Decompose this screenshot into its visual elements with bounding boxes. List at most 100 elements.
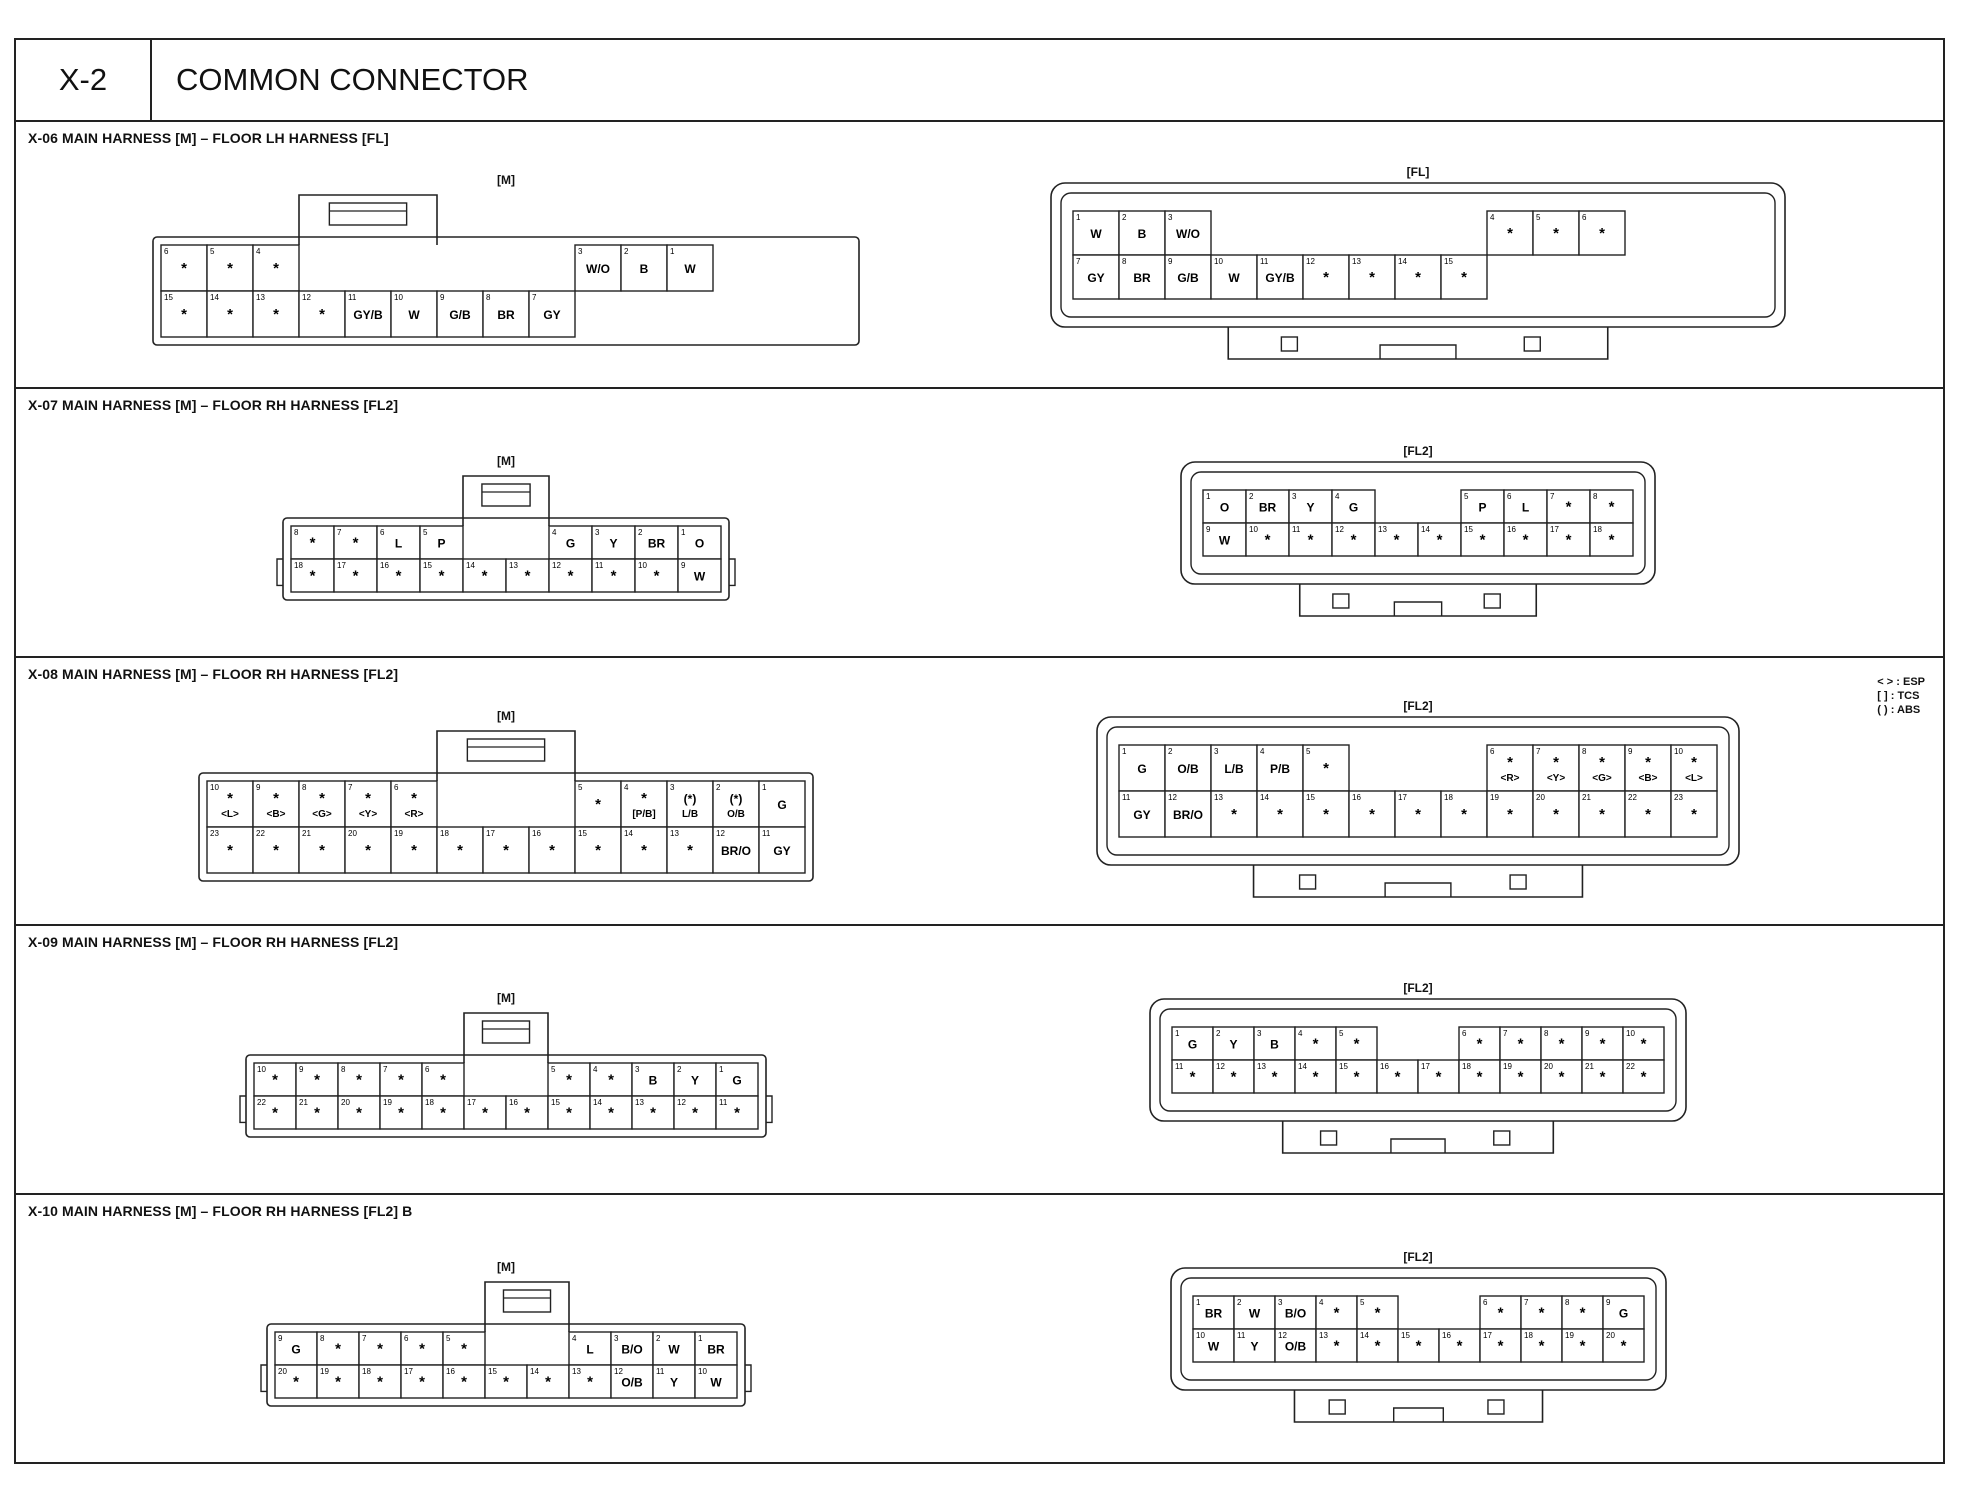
- pin-cell: 16*: [376, 557, 421, 593]
- pin-number: 1: [719, 1065, 724, 1074]
- pin-cell: 16*: [1376, 1058, 1419, 1094]
- pin-cell: 4*: [1294, 1025, 1337, 1061]
- wire-color: *: [273, 790, 279, 807]
- wire-color: O: [695, 536, 704, 550]
- section-title: X-06 MAIN HARNESS [M] – FLOOR LH HARNESS…: [28, 130, 389, 146]
- pin-cell: 7*: [333, 524, 378, 560]
- wire-color: BR: [1133, 271, 1151, 285]
- wire-color: *: [1456, 1337, 1462, 1354]
- wire-note: <R>: [405, 809, 424, 820]
- pin-cell: 5*: [1355, 1294, 1399, 1330]
- wire-color: *: [1369, 269, 1375, 286]
- pin-number: 8: [1582, 747, 1587, 756]
- pin-number: 15: [488, 1367, 497, 1376]
- connector-section: X-09 MAIN HARNESS [M] – FLOOR RH HARNESS…: [16, 926, 1943, 1195]
- pin-number: 2: [1168, 747, 1173, 756]
- pin-number: 13: [1257, 1062, 1266, 1071]
- pin-number: 13: [1214, 793, 1223, 802]
- pin-cell: 9G: [1601, 1294, 1645, 1330]
- pin-cell: 20*: [1601, 1327, 1645, 1363]
- wire-color: *: [398, 1104, 404, 1121]
- pin-cell: 20*: [344, 826, 392, 874]
- pin-cell: 3Y: [1288, 488, 1333, 524]
- pin-number: 15: [1444, 257, 1453, 266]
- wire-color: W: [694, 569, 706, 583]
- pin-cell: 18*: [436, 826, 484, 874]
- pin-number: 12: [1216, 1062, 1225, 1071]
- wire-color: *: [1645, 806, 1651, 823]
- wire-note: <B>: [1639, 773, 1658, 784]
- pin-cell: 1BR: [1191, 1294, 1235, 1330]
- pin-cell: 14*: [589, 1094, 633, 1130]
- wire-color: *: [353, 567, 359, 584]
- pin-number: 17: [486, 829, 495, 838]
- pin-number: 16: [380, 561, 389, 570]
- pin-cell: 19*: [1560, 1327, 1604, 1363]
- pin-number: 6: [1483, 1298, 1488, 1307]
- pin-cell: 7*: [1519, 1294, 1563, 1330]
- wire-color: *: [1190, 1068, 1196, 1085]
- wire-color: *: [1645, 754, 1651, 771]
- connector-tag: [FL]: [1406, 164, 1430, 179]
- pin-number: 11: [719, 1098, 728, 1107]
- wire-color: G: [1618, 1306, 1627, 1320]
- wire-color: G: [291, 1342, 300, 1356]
- pin-cell: 13*: [1253, 1058, 1296, 1094]
- pin-number: 14: [624, 829, 633, 838]
- pin-number: 2: [1237, 1298, 1242, 1307]
- wire-color: *: [461, 1373, 467, 1390]
- page-title: COMMON CONNECTOR: [176, 62, 529, 97]
- pin-number: 12: [1306, 257, 1315, 266]
- pin-number: 6: [425, 1065, 430, 1074]
- pin-number: 22: [1626, 1062, 1635, 1071]
- wire-color: *: [1477, 1035, 1483, 1052]
- pin-cell: 17*: [1478, 1327, 1522, 1363]
- pin-cell: 9*<B>: [1624, 744, 1672, 792]
- connector-face: 1O2BR3Y4G5P6L7*8*9W10*11*12*13*14*15*16*…: [1180, 460, 1656, 617]
- connector-tag: [M]: [497, 1259, 515, 1274]
- pin-cell: 15*: [1302, 790, 1350, 838]
- wire-color: *: [1518, 1068, 1524, 1085]
- connector-face: 1G2Y3B4*5*6*7*8*9*10*11*12*13*14*15*16*1…: [1149, 997, 1687, 1154]
- pin-cell: 15*: [1396, 1327, 1440, 1363]
- pin-cell: 1W: [666, 243, 714, 292]
- wire-color: G/B: [1177, 271, 1199, 285]
- pin-cell: 1O: [1202, 488, 1247, 524]
- section-title: X-07 MAIN HARNESS [M] – FLOOR RH HARNESS…: [28, 397, 399, 413]
- wire-color: *: [525, 567, 531, 584]
- pin-cell: 6*<R>: [390, 780, 438, 828]
- wire-color: BR: [648, 536, 666, 550]
- pin-number: 11: [1237, 1331, 1246, 1340]
- pin-cell: 9G/B: [1164, 253, 1212, 300]
- pin-cell: 14*: [620, 826, 668, 874]
- wire-color: *: [608, 1104, 614, 1121]
- wire-color: *: [641, 790, 647, 807]
- pin-cell: 6L: [376, 524, 421, 560]
- wire-color: *: [310, 534, 316, 551]
- wire-color: *: [356, 1071, 362, 1088]
- wire-color: *: [1497, 1304, 1503, 1321]
- pin-number: 2: [624, 247, 629, 256]
- pin-number: 17: [1550, 525, 1559, 534]
- pin-cell: 16*: [1437, 1327, 1481, 1363]
- pin-number: 14: [210, 293, 219, 302]
- pin-cell: 17*: [1417, 1058, 1460, 1094]
- wire-color: *: [549, 842, 555, 859]
- pin-cell: 15*: [419, 557, 464, 593]
- wire-color: *: [734, 1104, 740, 1121]
- pin-number: 12: [614, 1367, 623, 1376]
- wire-color: *: [1231, 1068, 1237, 1085]
- section-title: X-10 MAIN HARNESS [M] – FLOOR RH HARNESS…: [28, 1203, 413, 1219]
- pin-number: 14: [1360, 1331, 1369, 1340]
- wire-color: *: [319, 842, 325, 859]
- wire-note: <L>: [221, 809, 239, 820]
- connector-face: 10*9*8*7*6*5*4*3B2Y1G22*21*20*19*18*17*1…: [239, 1011, 773, 1138]
- wire-color: GY/B: [1265, 271, 1295, 285]
- wire-color: *: [1599, 806, 1605, 823]
- pin-cell: 23*: [1670, 790, 1718, 838]
- wire-color: *: [356, 1104, 362, 1121]
- pin-number: 5: [210, 247, 215, 256]
- pin-cell: 10*: [1245, 521, 1290, 557]
